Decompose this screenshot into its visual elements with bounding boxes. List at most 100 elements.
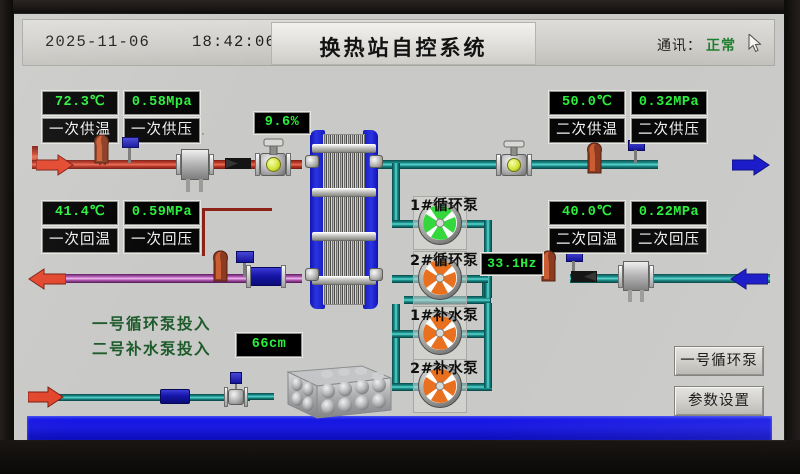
header-bar: 2025-11-06 18:42:06 换热站自控系统 通讯：正常 [22, 19, 775, 66]
impeller-icon [423, 315, 457, 350]
pump-makeup-2-label: 2#补水泵 [410, 361, 479, 377]
tank-graphic [286, 365, 392, 419]
pump-makeup-1[interactable] [413, 306, 467, 360]
datetime-display: 2025-11-06 18:42:06 [45, 33, 277, 51]
status-line-1: 一号循环泵投入 [92, 315, 212, 333]
circ-pump-2-discharge [392, 275, 426, 283]
meter-label: 二次供压 [638, 122, 700, 138]
mouse-pointer-icon [748, 34, 762, 53]
circ-pump-discharge-riser [392, 163, 400, 225]
meter-value-box: 72.3℃ [42, 91, 118, 115]
meter-label-box: 二次回压 [631, 228, 707, 253]
circ-pump-1-discharge [392, 220, 426, 228]
makeup-pump-2-discharge [460, 383, 492, 391]
meter-value: 40.0℃ [561, 205, 613, 220]
meter-label: 一次供温 [49, 122, 111, 138]
bezel-bottom [0, 440, 800, 474]
meter-value-box: 0.22MPa [631, 201, 707, 225]
meter-value-box: 50.0℃ [549, 91, 625, 115]
screen-bottom-bar [27, 416, 772, 441]
meter-label-box: 二次回温 [549, 228, 625, 253]
valve-opening-display: 9.6% [254, 112, 310, 134]
meter-label-box: 一次回温 [42, 228, 118, 253]
ball-valve-flange-left [255, 153, 260, 176]
bezel-left [0, 0, 13, 474]
makeup-pump-1-suction [392, 330, 426, 338]
primary-return-temp-sensor-icon [213, 250, 228, 282]
sec-strainer-flange-right [649, 265, 654, 288]
phe-nozzle-secondary-out [369, 155, 383, 168]
strainer-drain-2 [199, 179, 203, 192]
pump-circ-1[interactable] [413, 196, 467, 250]
meter-label: 二次供温 [556, 122, 618, 138]
primary-return-signal-line-h [202, 208, 272, 211]
pump-makeup-1-label: 1#补水泵 [410, 308, 479, 324]
meter-value: 0.22MPa [638, 205, 700, 220]
phe-nozzle-primary-out [305, 268, 319, 281]
makeup-level-fitting [228, 389, 244, 405]
tank-outlet-pipe [242, 393, 274, 400]
impeller-icon [423, 260, 457, 295]
meter-value-box: 0.32MPa [631, 91, 707, 115]
makeup-level-sensor-tag [230, 372, 242, 384]
bezel-right [784, 0, 800, 474]
sec-ball-valve-flange-left [496, 154, 501, 176]
meter-label: 一次回温 [49, 232, 111, 248]
pump-frequency-value: 33.1Hz [487, 256, 537, 271]
primary-supply-riser-left [32, 146, 38, 168]
hmi-screen: 2025-11-06 18:42:06 换热站自控系统 通讯：正常 [14, 13, 785, 441]
phe-tie-bolt [312, 188, 376, 197]
makeup-pump-2-suction [392, 383, 426, 391]
pressure-tag-stem [128, 147, 131, 163]
makeup-common-riser-2 [484, 338, 492, 388]
spacer [202, 133, 204, 135]
ball-valve-flange-right [286, 153, 291, 176]
valve-opening-value: 9.6% [264, 115, 300, 130]
secondary-valve-indicator [507, 158, 521, 172]
makeup-water-inlet-pipe [50, 394, 250, 401]
phe-tie-bolt [312, 232, 376, 241]
meter-label: 二次回压 [638, 232, 700, 248]
primary-strainer [181, 149, 209, 180]
phe-tie-bolt [312, 276, 376, 285]
circ-pump-2-suction [460, 275, 488, 283]
bezel-top [0, 0, 800, 14]
button-parameter-settings[interactable]: 参数设置 [674, 386, 764, 416]
secondary-valve-handle-icon [503, 140, 525, 156]
phe-nozzle-secondary-in [369, 268, 383, 281]
water-level-display: 66cm [236, 333, 302, 357]
circ-pump-1-suction [460, 220, 492, 228]
meter-value: 0.59MPa [131, 205, 193, 220]
pump-circ-1-label: 1#循环泵 [410, 198, 479, 214]
pressure-tag-stem-4 [572, 261, 575, 275]
primary-return-flow-arrow [28, 268, 66, 290]
meter-label-box: 二次供压 [631, 118, 707, 143]
pump-makeup-2[interactable] [413, 359, 467, 413]
pressure-tag-stem-2 [243, 262, 246, 277]
primary-return-shutoff-valve[interactable] [250, 267, 282, 286]
strainer-flange-right [209, 154, 214, 175]
primary-supply-pipe [32, 160, 302, 169]
pump-circ-2[interactable] [413, 251, 467, 305]
communication-status: 通讯：正常 [657, 35, 736, 55]
pump-frequency-display: 33.1Hz [481, 253, 543, 275]
meter-label-box: 二次供温 [549, 118, 625, 143]
meter-value: 0.58Mpa [131, 95, 193, 110]
meter-value-box: 40.0℃ [549, 201, 625, 225]
pump-circ-2-label: 2#循环泵 [410, 253, 479, 269]
makeup-inlet-valve[interactable] [160, 389, 190, 404]
makeup-fitting-flange-left [224, 387, 228, 407]
secondary-return-temp-sensor-icon [541, 250, 556, 282]
meter-value-box: 0.59MPa [124, 201, 200, 225]
meter-label: 一次供压 [131, 122, 193, 138]
return-valve-flange-left [246, 265, 251, 288]
secondary-return-pipe [570, 274, 770, 283]
water-level-value: 66cm [251, 337, 287, 352]
level-sensor-stem [235, 382, 237, 390]
button-circ-pump-1[interactable]: 一号循环泵 [674, 346, 764, 376]
title-plate: 换热站自控系统 [271, 22, 536, 65]
secondary-supply-flow-arrow [732, 154, 770, 176]
primary-return-signal-line-v [202, 208, 205, 256]
makeup-suction-riser [392, 304, 400, 386]
